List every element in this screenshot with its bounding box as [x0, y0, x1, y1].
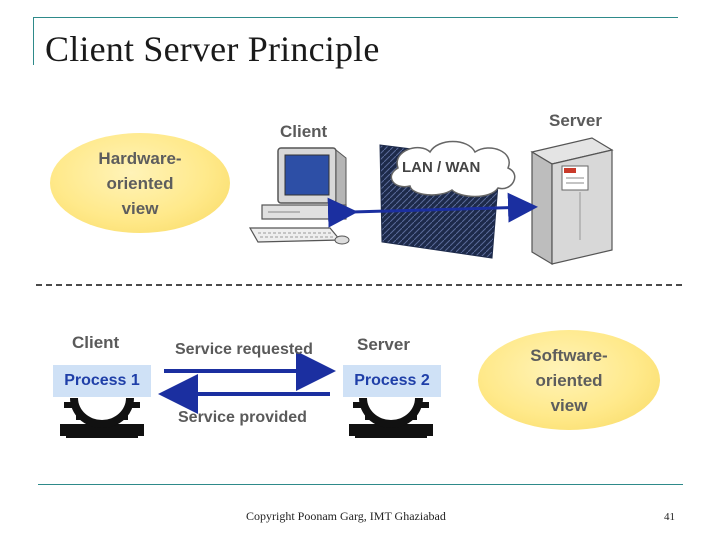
gear-icon [60, 398, 144, 438]
process-1-box: Process 1 [53, 365, 151, 397]
network-link-arrow [327, 192, 538, 228]
hardware-server-label: Server [549, 111, 602, 130]
client-computer-icon [248, 147, 350, 245]
slide-title: Client Server Principle [45, 29, 380, 69]
process-2-label: Process 2 [354, 372, 430, 389]
software-server-label: Server [357, 335, 410, 354]
network-label: LAN / WAN [402, 159, 481, 176]
process-2-box: Process 2 [343, 365, 441, 397]
title-frame-left-rule [33, 17, 34, 65]
gear-icon [349, 398, 433, 438]
service-provided-label: Service provided [178, 409, 307, 426]
cloud-icon [390, 140, 516, 198]
page-number: 41 [664, 511, 675, 523]
service-requested-label: Service requested [175, 341, 313, 358]
footer-rule [38, 484, 683, 485]
software-view-text: Software- oriented view [530, 345, 608, 415]
software-client-label: Client [72, 333, 120, 352]
hardware-view-bubble: Hardware- oriented view [50, 133, 230, 233]
server-tower-icon [530, 137, 614, 266]
hardware-view-text: Hardware- oriented view [98, 148, 182, 218]
title-frame-top-rule [33, 17, 678, 18]
hardware-client-label: Client [280, 122, 328, 141]
view-divider [36, 284, 682, 286]
footer-copyright: Copyright Poonam Garg, IMT Ghaziabad [246, 509, 446, 523]
process-1-label: Process 1 [64, 372, 140, 389]
software-view-bubble: Software- oriented view [478, 330, 660, 430]
